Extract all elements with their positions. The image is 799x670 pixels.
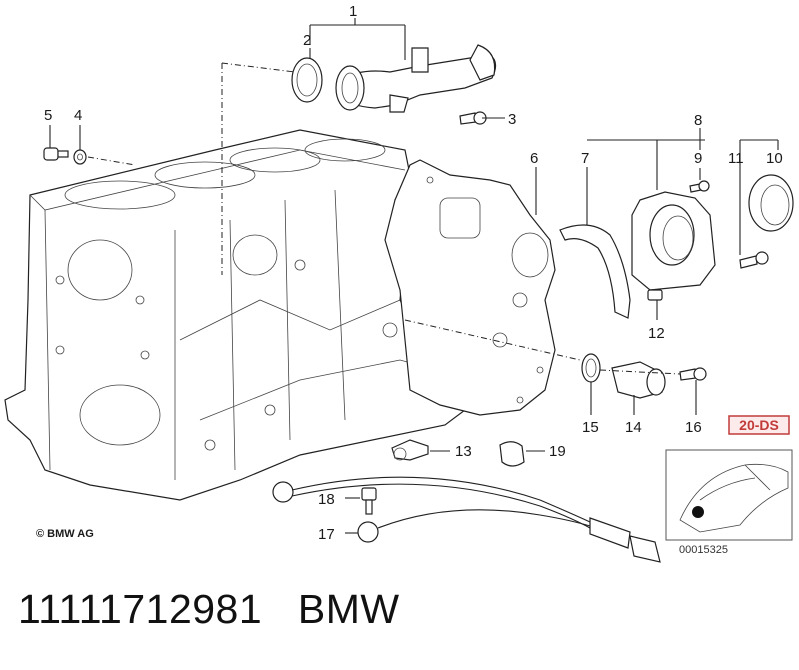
callout-13: 13 <box>455 443 472 460</box>
part-14-coolant-flange <box>611 361 666 399</box>
assembly-lines <box>87 62 681 375</box>
part-17-knock-sensor <box>272 476 661 563</box>
part-10-shaft-seal <box>748 174 794 232</box>
part-16-bolt <box>679 367 707 381</box>
callout-14: 14 <box>625 419 642 436</box>
callout-19: 19 <box>549 443 566 460</box>
callout-8: 8 <box>694 112 702 129</box>
part-13-plug <box>391 439 429 461</box>
callout-5: 5 <box>44 107 52 124</box>
part-number: 11111712981 <box>18 586 263 632</box>
callout-16: 16 <box>685 419 702 436</box>
part-12-dowel <box>647 289 663 301</box>
callout-10: 10 <box>766 150 783 167</box>
callout-7: 7 <box>581 150 589 167</box>
callout-6: 6 <box>530 150 538 167</box>
callout-1: 1 <box>349 3 357 20</box>
leader-lines <box>49 18 779 534</box>
part-4-washer <box>73 149 87 165</box>
part-2-seal-ring <box>291 57 323 103</box>
copyright-text: © BMW AG <box>36 528 94 540</box>
callout-2: 2 <box>303 32 311 49</box>
car-location-inset <box>665 449 793 541</box>
brand-name: BMW <box>297 586 400 632</box>
location-marker-icon <box>692 506 704 518</box>
part-8-seal-housing <box>631 191 716 291</box>
section-badge: 20-DS <box>728 415 790 435</box>
part-19-plug <box>499 441 525 467</box>
reference-code: 00015325 <box>679 544 728 556</box>
callout-9: 9 <box>694 150 702 167</box>
part-caption: 11111712981 BMW <box>18 586 400 633</box>
part-15-o-ring <box>581 353 601 383</box>
callout-18: 18 <box>318 491 335 508</box>
part-6-gasket <box>384 159 556 416</box>
engine-block <box>4 129 466 501</box>
part-18-bolt <box>361 487 377 515</box>
badge-text: 20-DS <box>739 417 779 433</box>
part-7-gasket <box>559 224 631 319</box>
part-1-coolant-pipe <box>335 44 497 113</box>
callout-11: 11 <box>728 150 744 167</box>
callout-17: 17 <box>318 526 335 543</box>
callout-15: 15 <box>582 419 599 436</box>
callout-3: 3 <box>508 111 516 128</box>
callout-labels: 1 2 3 4 5 6 7 8 9 10 11 12 13 14 15 16 1… <box>44 3 783 543</box>
part-5-bolt <box>43 147 69 161</box>
callout-12: 12 <box>648 325 665 342</box>
part-9-bolt <box>689 180 710 193</box>
callout-4: 4 <box>74 107 82 124</box>
part-11-bolt <box>739 251 769 269</box>
